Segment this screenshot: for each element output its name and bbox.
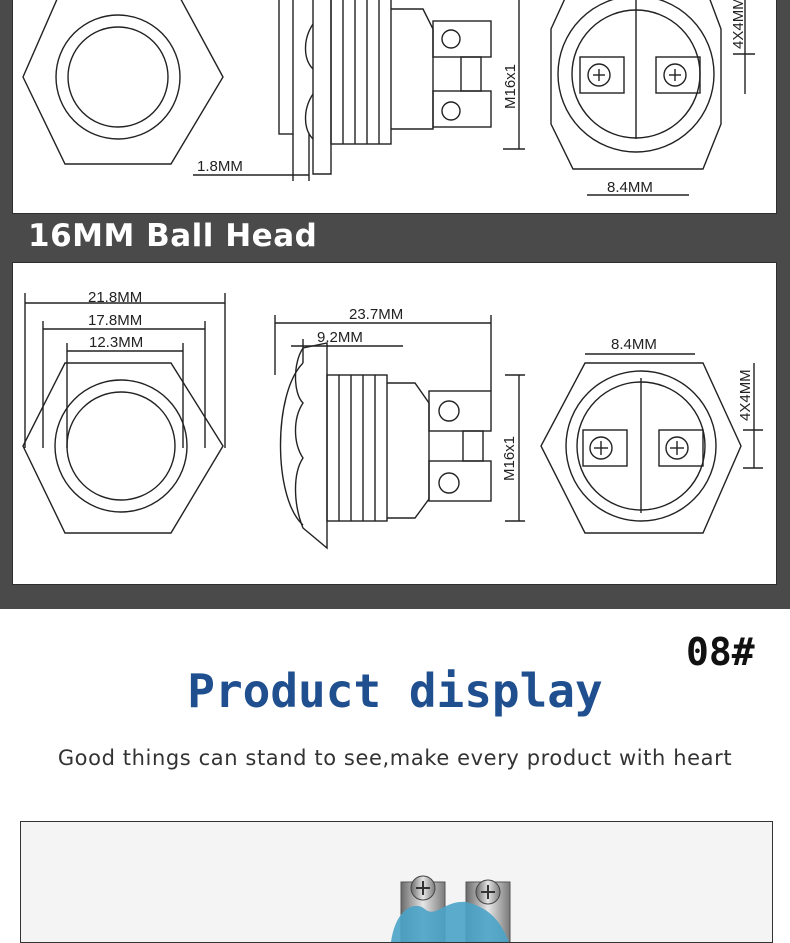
- dim-rear-terminal-label: 8.4MM: [611, 336, 657, 353]
- ball-head-drawing-svg: 21.8MM 17.8MM 12.3MM 23.7MM 9.2MM M16x1 …: [22, 289, 763, 550]
- flange-plate: [278, 0, 294, 135]
- side-nut: [294, 342, 328, 550]
- button-face: [67, 26, 169, 128]
- side-thread-lines: [338, 375, 376, 521]
- hex-outline: [22, 0, 224, 165]
- side-view: [274, 315, 525, 550]
- top-dimension-drawing: 1.8MM 8.4MM M16x1 4X4MM: [12, 0, 777, 214]
- thread-body: [330, 0, 392, 145]
- front-view: [22, 293, 226, 534]
- rear-hex: [550, 0, 722, 170]
- top-drawing-svg: 1.8MM 8.4MM M16x1 4X4MM: [22, 0, 755, 196]
- dim-thread-label: M16x1: [502, 64, 519, 109]
- dim-side-thread-label: M16x1: [501, 436, 518, 481]
- front-button: [66, 391, 176, 501]
- dim-outer-label: 21.8MM: [88, 289, 142, 306]
- thread-lines: [342, 0, 380, 144]
- dim-head-label: 9.2MM: [317, 329, 363, 346]
- rear-view-ring: [565, 370, 717, 522]
- rear-view-hex: [540, 362, 742, 534]
- dim-inner-label: 12.3MM: [89, 334, 143, 351]
- rear-view: [540, 353, 763, 534]
- front-hex: [22, 362, 224, 534]
- side-thread: [326, 374, 388, 522]
- product-display-title: Product display: [187, 664, 603, 718]
- bezel-ring: [55, 14, 181, 140]
- dim-flange-label: 1.8MM: [197, 158, 243, 175]
- rear-housing: [391, 8, 434, 130]
- model-code: 08#: [686, 630, 755, 674]
- hex-nut-side: [312, 0, 332, 175]
- product-photo: [20, 821, 773, 943]
- front-bezel: [54, 379, 188, 513]
- ball-dome: [279, 362, 304, 526]
- dim-tab-label: 4X4MM: [730, 0, 747, 49]
- product-display-subtitle: Good things can stand to see,make every …: [57, 746, 733, 770]
- dim-rear-tab-label: 4X4MM: [737, 369, 754, 421]
- side-terminal-upper: [428, 390, 492, 432]
- side-terminal-lower: [428, 460, 492, 502]
- side-housing: [387, 382, 430, 519]
- push-button-switch-photo-icon: [391, 875, 511, 942]
- dim-length-label: 23.7MM: [349, 306, 403, 323]
- ball-head-dimension-drawing: 21.8MM 17.8MM 12.3MM 23.7MM 9.2MM M16x1 …: [12, 262, 777, 585]
- section-title: 16MM Ball Head: [28, 218, 318, 254]
- dim-middle-label: 17.8MM: [88, 312, 142, 329]
- dim-terminal-label: 8.4MM: [607, 179, 653, 196]
- rear-ring: [557, 0, 715, 153]
